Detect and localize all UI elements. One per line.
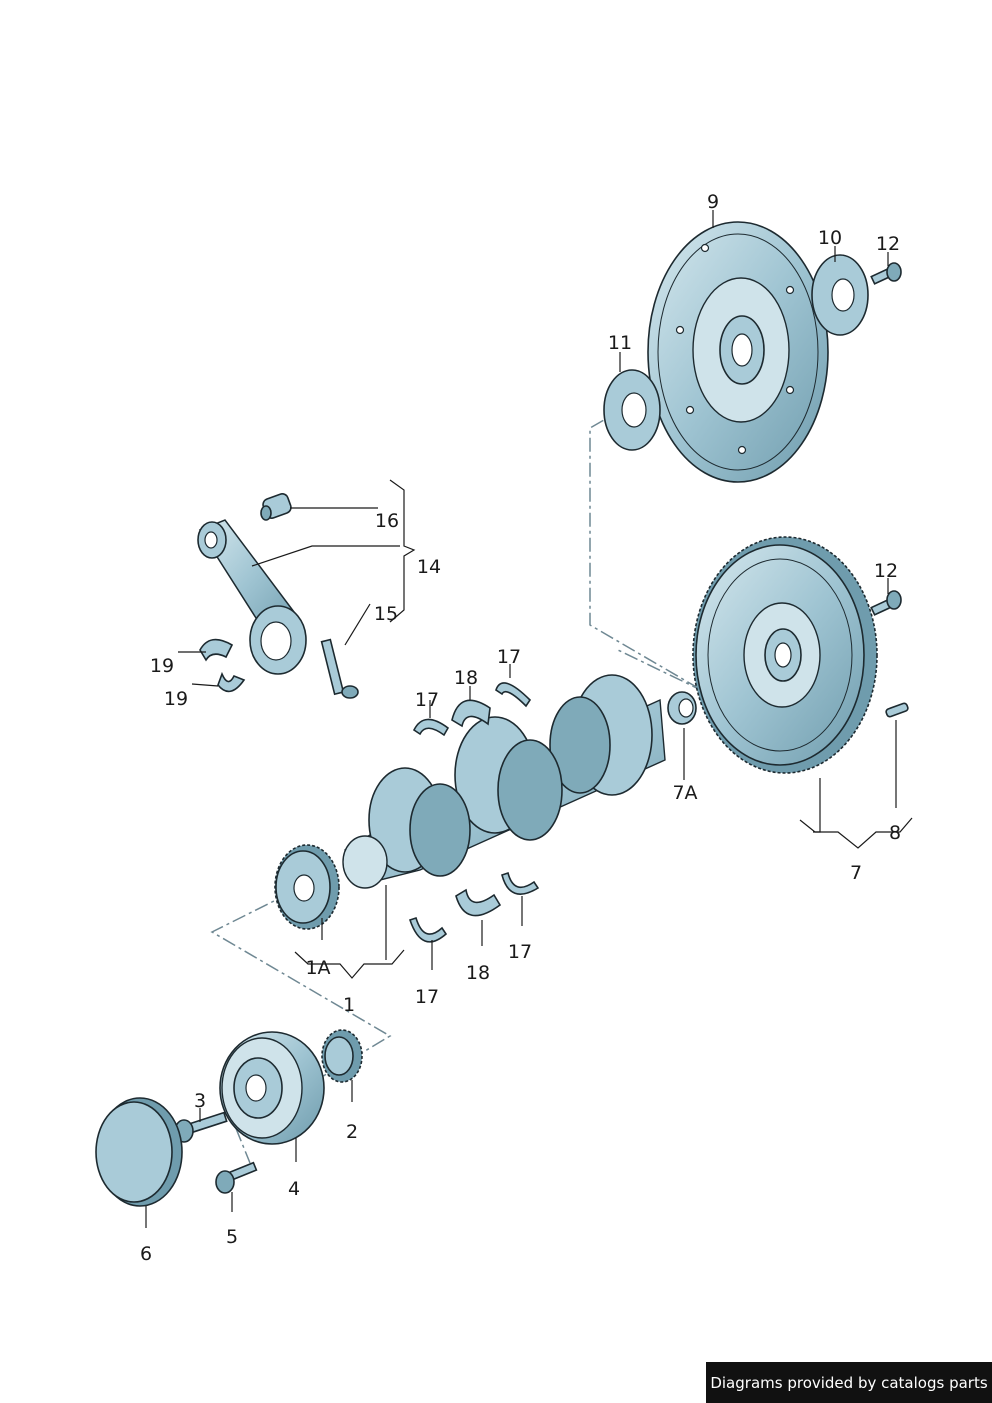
cover-cap xyxy=(95,1097,183,1207)
label-4: 4 xyxy=(288,1178,300,1200)
label-10: 10 xyxy=(818,227,842,249)
label-17-top-right: 17 xyxy=(497,646,521,668)
label-19-bottom: 19 xyxy=(164,688,188,710)
con-rod-bearing-shell-2 xyxy=(217,671,246,693)
shim xyxy=(811,254,869,336)
label-8: 8 xyxy=(889,822,901,844)
label-3: 3 xyxy=(194,1090,206,1112)
thrust-washer-d xyxy=(501,871,540,895)
label-12-bottom: 12 xyxy=(874,560,898,582)
connecting-rod xyxy=(197,519,307,675)
thrust-washer-a xyxy=(412,718,450,737)
main-bearing-shell-b xyxy=(455,888,502,917)
crankshaft-gear xyxy=(274,844,340,930)
label-12-top: 12 xyxy=(876,233,900,255)
label-5: 5 xyxy=(226,1226,238,1248)
flywheel-bolt xyxy=(870,262,902,285)
label-9: 9 xyxy=(707,191,719,213)
flywheel xyxy=(692,536,878,774)
con-rod-bushing xyxy=(260,493,292,521)
main-bearing-shell-a xyxy=(451,699,491,728)
label-19-top: 19 xyxy=(150,655,174,677)
attribution-banner: Diagrams provided by catalogs parts xyxy=(706,1362,992,1403)
thrust-washer-b xyxy=(495,682,532,708)
label-14: 14 xyxy=(417,556,441,578)
needle-bearing xyxy=(667,691,697,725)
label-16: 16 xyxy=(375,510,399,532)
label-18-top: 18 xyxy=(454,667,478,689)
label-6: 6 xyxy=(140,1243,152,1265)
label-7A: 7A xyxy=(672,782,697,804)
label-17-bottom-right: 17 xyxy=(508,941,532,963)
label-11: 11 xyxy=(608,332,632,354)
belt-pulley xyxy=(219,1031,325,1145)
thrust-washer-c xyxy=(408,916,448,943)
flywheel-bolt-2 xyxy=(870,590,902,616)
drive-plate xyxy=(647,221,829,483)
pulley-bolt-2 xyxy=(215,1161,258,1194)
label-7: 7 xyxy=(850,862,862,884)
dowel-pin xyxy=(885,702,909,718)
label-15: 15 xyxy=(374,603,398,625)
con-rod-bolt xyxy=(320,638,359,699)
leader-lines xyxy=(145,210,913,1228)
shim-rear xyxy=(603,369,661,451)
attribution-text: Diagrams provided by catalogs parts xyxy=(710,1373,988,1392)
label-1A: 1A xyxy=(305,957,330,979)
part-labels: 9 10 12 11 16 14 12 15 19 19 17 18 17 7A… xyxy=(140,191,901,1265)
sprocket xyxy=(321,1029,363,1083)
con-rod-bearing-shell xyxy=(199,638,234,662)
label-18-bottom: 18 xyxy=(466,962,490,984)
crankshaft xyxy=(342,674,666,889)
label-17-top-left: 17 xyxy=(415,689,439,711)
pulley-bolt xyxy=(174,1111,228,1143)
label-1: 1 xyxy=(343,994,355,1016)
label-2: 2 xyxy=(346,1121,358,1143)
label-17-bottom-left: 17 xyxy=(415,986,439,1008)
